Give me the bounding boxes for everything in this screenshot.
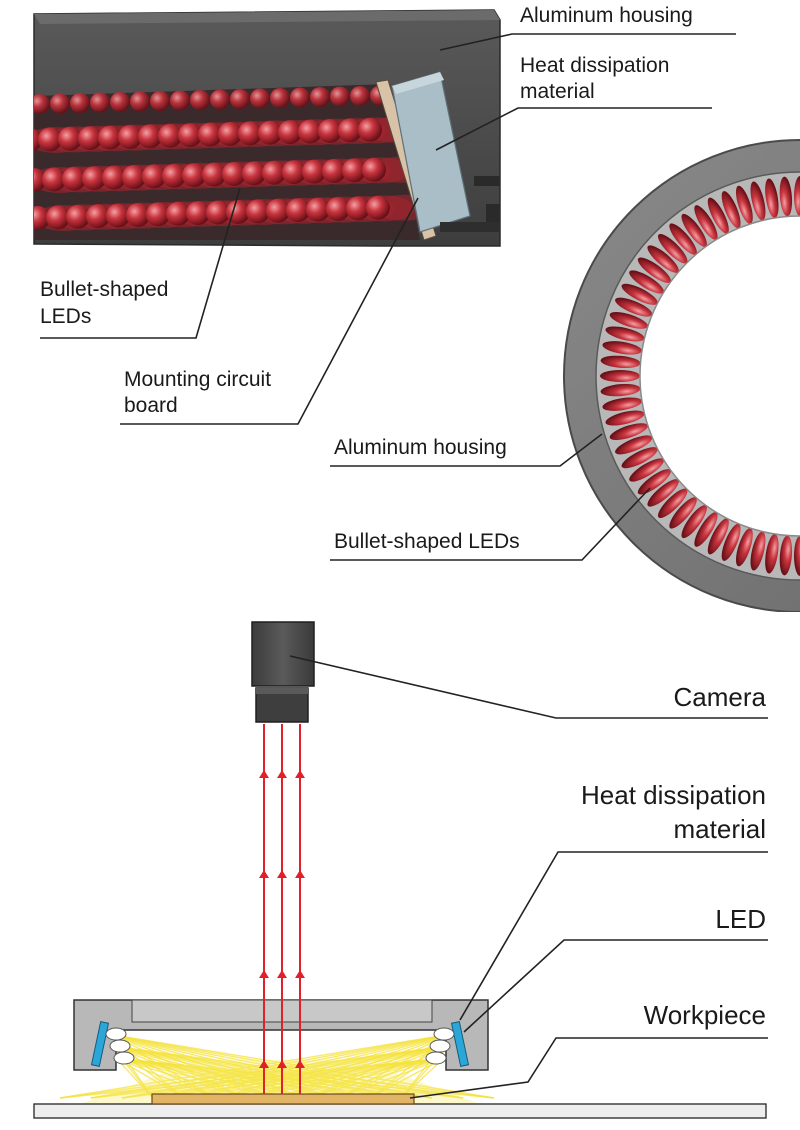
camera — [251, 621, 315, 723]
label-mounting-board-1: Mounting circuit — [124, 368, 271, 391]
label-led: LED — [715, 904, 766, 934]
label-heat-dissipation-top-2: material — [520, 80, 595, 103]
reflected-light-rays — [259, 724, 305, 1094]
ring-bullet-leds — [600, 176, 800, 576]
label-heat-dissipation-bottom-2: material — [674, 814, 766, 844]
leader-mounting-board — [120, 197, 419, 425]
base-plate — [33, 1103, 767, 1119]
cross-section — [33, 621, 767, 1119]
heat-dissipation-material-block — [391, 71, 471, 233]
leader-camera — [289, 655, 768, 719]
label-workpiece: Workpiece — [644, 1000, 766, 1030]
label-bullet-leds-2: LEDs — [40, 305, 91, 328]
leader-bullet-leds — [40, 187, 241, 339]
label-camera: Camera — [674, 682, 767, 712]
led-mount-left — [90, 1021, 135, 1067]
ring-light-front — [563, 139, 800, 612]
housing-cutaway — [33, 9, 501, 247]
bottom-labels: Camera Heat dissipation material LED Wor… — [289, 655, 768, 1099]
label-heat-dissipation-bottom-1: Heat dissipation — [581, 780, 766, 810]
label-aluminum-housing-top: Aluminum housing — [520, 4, 693, 27]
leader-bullet-leds-ring — [330, 487, 651, 561]
leader-aluminum-housing-ring — [330, 433, 603, 467]
workpiece — [151, 1093, 415, 1105]
leader-led — [463, 939, 768, 1033]
led-mount-right — [425, 1021, 470, 1067]
leader-aluminum-housing-top — [439, 33, 736, 51]
top-labels: Aluminum housing Heat dissipation materi… — [40, 4, 736, 561]
label-bullet-leds-1: Bullet-shaped — [40, 278, 168, 301]
bullet-led-rows — [34, 85, 434, 231]
leader-heat-dissipation-bottom — [459, 851, 768, 1021]
label-bullet-leds-ring: Bullet-shaped LEDs — [334, 530, 520, 553]
leader-workpiece — [409, 1037, 768, 1099]
label-aluminum-housing-ring: Aluminum housing — [334, 436, 507, 459]
label-heat-dissipation-top-1: Heat dissipation — [520, 54, 669, 77]
label-mounting-board-2: board — [124, 394, 178, 417]
leader-heat-dissipation-top — [435, 107, 712, 151]
